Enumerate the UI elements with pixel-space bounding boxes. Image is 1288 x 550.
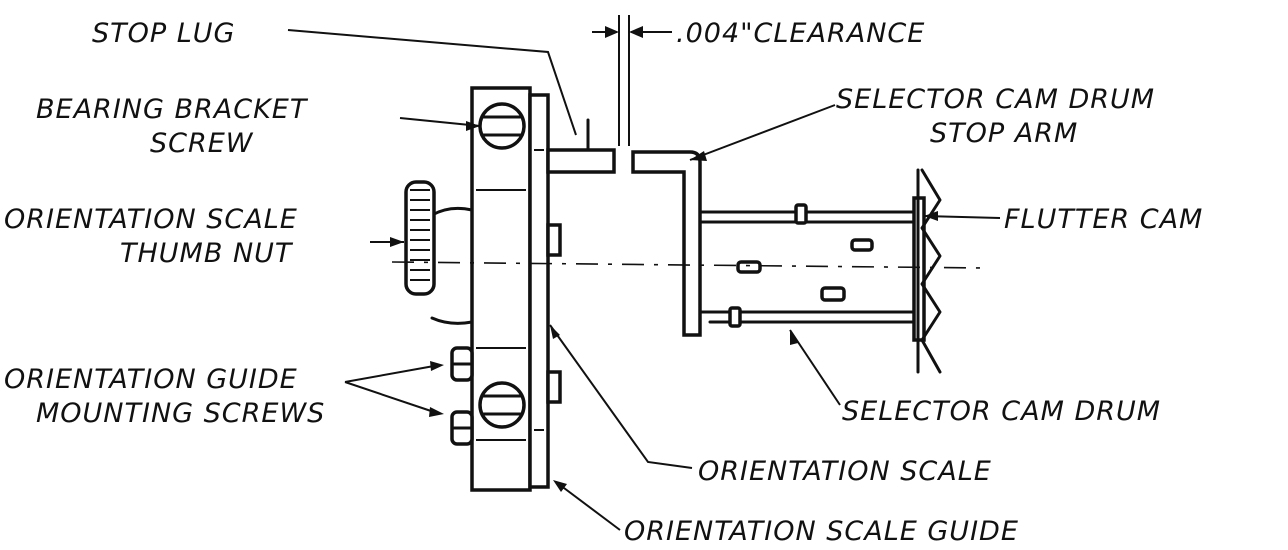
flutter-cam bbox=[912, 168, 942, 374]
clearance-dimension bbox=[592, 15, 672, 146]
label-orientation-scale-thumb-nut-1: ORIENTATION SCALE bbox=[4, 204, 298, 235]
label-orientation-scale: ORIENTATION SCALE bbox=[698, 456, 992, 487]
label-mounting-screws: MOUNTING SCREWS bbox=[36, 398, 325, 429]
label-orientation-guide: ORIENTATION GUIDE bbox=[4, 364, 298, 395]
leader-lines bbox=[287, 29, 1001, 531]
label-bearing-screw: SCREW bbox=[150, 128, 254, 159]
bearing-bracket-screw-bottom bbox=[478, 381, 526, 429]
guide-mounting-screw-lower bbox=[450, 410, 474, 446]
stop-arm bbox=[631, 150, 702, 337]
bearing-bracket-screw-top bbox=[478, 102, 526, 150]
label-stop-lug: STOP LUG bbox=[92, 18, 235, 49]
stop-lug-body bbox=[546, 148, 616, 174]
selector-cam-drum-body bbox=[698, 203, 920, 337]
scale-stub-lower bbox=[546, 370, 562, 404]
label-selector-cam-drum-stop-arm-2: STOP ARM bbox=[930, 118, 1078, 149]
guide-mounting-screw-upper bbox=[450, 346, 474, 382]
label-selector-cam-drum: SELECTOR CAM DRUM bbox=[842, 396, 1161, 427]
label-orientation-scale-guide: ORIENTATION SCALE GUIDE bbox=[624, 516, 1019, 547]
label-orientation-scale-thumb-nut-2: THUMB NUT bbox=[120, 238, 294, 269]
label-bearing-bracket: BEARING BRACKET bbox=[36, 94, 309, 125]
center-line bbox=[391, 261, 986, 269]
thumb-nut bbox=[404, 180, 474, 325]
label-clearance: .004"CLEARANCE bbox=[676, 18, 925, 49]
label-flutter-cam: FLUTTER CAM bbox=[1004, 204, 1203, 235]
scale-stub-upper bbox=[546, 223, 562, 257]
label-selector-cam-drum-stop-arm-1: SELECTOR CAM DRUM bbox=[836, 84, 1155, 115]
